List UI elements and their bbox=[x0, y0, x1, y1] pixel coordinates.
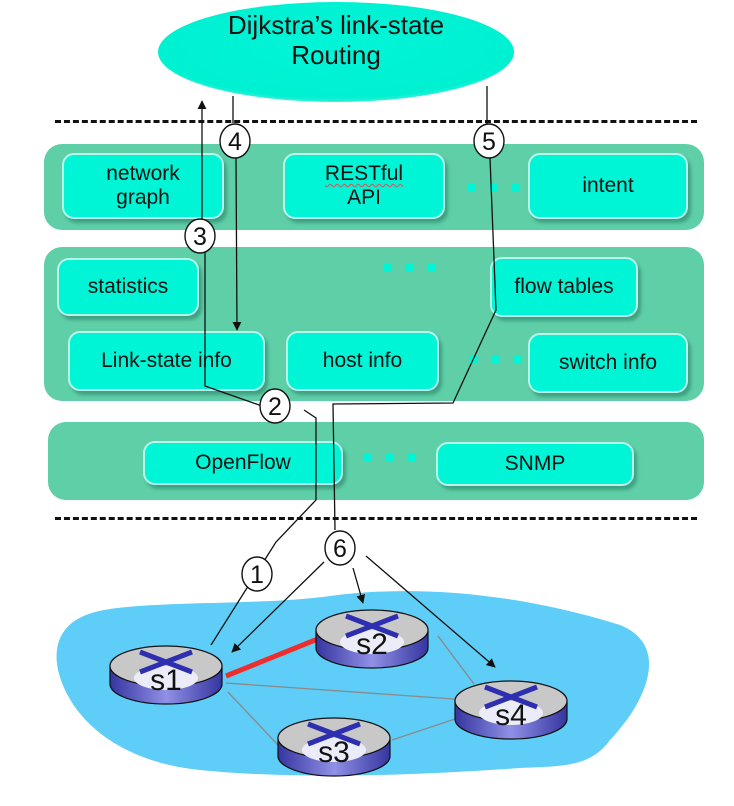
southbound-divider bbox=[55, 517, 697, 520]
network-graph-box[interactable]: network graph bbox=[62, 153, 224, 219]
switch-cross-arrows-icon bbox=[484, 684, 538, 710]
host-info-label: host info bbox=[322, 349, 403, 372]
switch-highlight bbox=[479, 701, 543, 725]
step-marker-4: 4 bbox=[219, 123, 251, 159]
switch-label: s4 bbox=[495, 699, 527, 732]
routing-app-ellipse bbox=[158, 2, 514, 102]
step-number: 5 bbox=[482, 128, 496, 156]
statistics-box[interactable]: statistics bbox=[57, 258, 199, 316]
flow-line-5b bbox=[332, 157, 497, 531]
network-graph-line2: graph bbox=[116, 186, 170, 209]
link-state-info-box[interactable]: Link-state info bbox=[68, 331, 265, 391]
flow-tables-label: flow tables bbox=[514, 275, 614, 298]
flow-line-6-s1 bbox=[231, 561, 325, 653]
step-number: 6 bbox=[333, 535, 347, 563]
intent-label: intent bbox=[582, 174, 634, 197]
switch-info-box[interactable]: switch info bbox=[528, 333, 688, 393]
step-circle bbox=[184, 218, 216, 254]
step-marker-3: 3 bbox=[184, 218, 216, 254]
link-s1-s2-highlighted bbox=[225, 631, 331, 679]
step-circle bbox=[473, 123, 505, 159]
step-circle bbox=[259, 388, 291, 424]
step-circle bbox=[241, 556, 273, 592]
step-circle bbox=[219, 123, 251, 159]
host-info-box[interactable]: host info bbox=[286, 331, 439, 391]
step-circle bbox=[324, 530, 356, 566]
link-s3-s4 bbox=[391, 715, 465, 741]
flow-line-6-s4 bbox=[365, 555, 496, 668]
ellipsis-dots bbox=[363, 453, 415, 461]
flow-line-4b bbox=[232, 155, 242, 331]
step-number: 1 bbox=[250, 561, 264, 589]
step-marker-5: 5 bbox=[473, 123, 505, 159]
ellipsis-dots bbox=[383, 263, 435, 271]
switch-label: s3 bbox=[318, 736, 350, 769]
network-graph-line1: network bbox=[106, 162, 180, 185]
statistics-label: statistics bbox=[87, 275, 169, 298]
switch-highlight bbox=[340, 630, 404, 654]
routing-app-title-line2: Routing bbox=[291, 40, 381, 70]
routing-app-label: Dijkstra’s link-state Routing bbox=[158, 10, 514, 70]
switch-s1[interactable]: s1 bbox=[109, 645, 223, 705]
switch-cross-arrows-icon bbox=[307, 721, 361, 747]
step-marker-6: 6 bbox=[324, 530, 356, 566]
snmp-label: SNMP bbox=[504, 452, 566, 475]
switch-info-label: switch info bbox=[558, 351, 658, 374]
step-marker-1: 1 bbox=[241, 556, 273, 592]
restful-api-line1: RESTful bbox=[324, 162, 404, 185]
intent-box[interactable]: intent bbox=[528, 153, 688, 219]
switch-highlight bbox=[134, 666, 198, 690]
flow-tables-box[interactable]: flow tables bbox=[490, 257, 638, 317]
link-s2-s4 bbox=[437, 635, 475, 685]
switch-cross-arrows-icon bbox=[139, 649, 193, 675]
step-marker-2: 2 bbox=[259, 388, 291, 424]
link-s1-s4 bbox=[225, 682, 469, 701]
switch-label: s2 bbox=[356, 628, 388, 661]
step-number: 4 bbox=[228, 128, 242, 156]
switch-s2[interactable]: s2 bbox=[315, 609, 429, 669]
link-s1-s3 bbox=[227, 691, 279, 746]
switch-highlight bbox=[302, 738, 366, 762]
snmp-box[interactable]: SNMP bbox=[436, 442, 634, 486]
link-state-info-label: Link-state info bbox=[101, 349, 232, 372]
restful-api-box[interactable]: RESTful API bbox=[283, 153, 445, 219]
step-number: 3 bbox=[193, 223, 207, 251]
ellipsis-dots bbox=[468, 183, 520, 191]
switch-label: s1 bbox=[150, 664, 182, 697]
openflow-label: OpenFlow bbox=[195, 451, 291, 474]
switch-links bbox=[225, 635, 475, 746]
switch-cross-arrows-icon bbox=[345, 613, 399, 639]
northbound-divider bbox=[55, 120, 697, 123]
openflow-box[interactable]: OpenFlow bbox=[143, 441, 343, 485]
switch-s3[interactable]: s3 bbox=[277, 717, 391, 777]
step-number: 2 bbox=[268, 393, 282, 421]
restful-api-line2: API bbox=[347, 186, 381, 209]
flow-line-2 bbox=[204, 244, 263, 407]
routing-app-title-line1: Dijkstra’s link-state bbox=[227, 10, 445, 40]
flow-line-6-s2 bbox=[352, 567, 366, 604]
switch-s4[interactable]: s4 bbox=[454, 680, 568, 740]
